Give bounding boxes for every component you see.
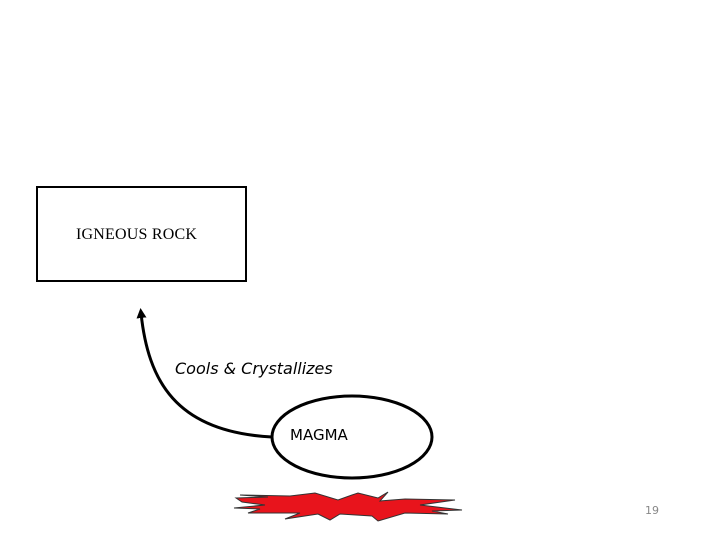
red-heat-burst-icon bbox=[233, 491, 463, 522]
slide-number: 19 bbox=[645, 504, 659, 517]
igneous-rock-box: IGNEOUS ROCK bbox=[36, 186, 247, 282]
magma-label: MAGMA bbox=[290, 426, 348, 444]
igneous-rock-label: IGNEOUS ROCK bbox=[76, 226, 198, 243]
magma-ellipse bbox=[270, 394, 434, 480]
cooling-process-label: Cools & Crystallizes bbox=[175, 359, 333, 378]
cooling-arrow bbox=[136, 308, 273, 439]
